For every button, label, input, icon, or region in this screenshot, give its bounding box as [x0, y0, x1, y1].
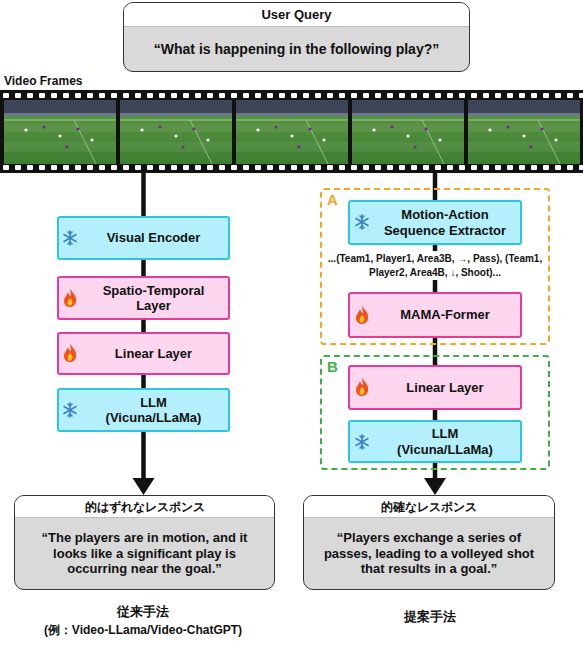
module-name: LLM (Vicuna/LLaMa) — [99, 395, 209, 426]
module-name: LLM (Vicuna/LLaMa) — [390, 426, 500, 457]
text-panel: User Query“What is happening in the foll… — [123, 2, 470, 72]
video-frames — [4, 100, 580, 164]
sequence-label: ...(Team1, Player1, Area3B, →, Pass), (T… — [322, 251, 548, 280]
sprocket-holes — [0, 90, 583, 173]
module-box: Linear Layer — [348, 365, 522, 410]
connector-line — [141, 320, 146, 332]
caption-label: (例：Video-LLama/Video-ChatGPT) — [0, 622, 293, 639]
connector-line — [433, 463, 438, 480]
module-box: Spatio-Temporal Layer — [57, 276, 230, 320]
group-letter: A — [327, 191, 338, 208]
arrow-head — [424, 478, 446, 495]
arrow-head — [133, 478, 155, 495]
module-box: LLM (Vicuna/LLaMa) — [57, 388, 230, 432]
text-panel: 的確なレスポンス“Players exchange a series of pa… — [303, 495, 555, 590]
panel-header: 的確なレスポンス — [304, 496, 554, 518]
text-panel: 的はずれなレスポンス“The players are in motion, an… — [14, 495, 275, 590]
module-box: Visual Encoder — [57, 216, 230, 260]
group-letter: B — [327, 358, 338, 375]
connector-line — [433, 410, 438, 420]
module-name: MAMA-Former — [400, 307, 490, 322]
flow-connector — [143, 260, 144, 276]
module-name: Visual Encoder — [107, 230, 201, 245]
flow-connector — [143, 320, 144, 332]
connector-line — [141, 375, 146, 388]
connector-line — [141, 432, 146, 480]
module-name: Linear Layer — [406, 380, 483, 395]
caption-label: Video Frames — [4, 74, 204, 88]
module-name: Motion-Action Sequence Extractor — [376, 207, 514, 238]
flow-connector — [143, 375, 144, 388]
flow-connector — [424, 463, 446, 495]
flow-connector — [435, 410, 436, 420]
module-name: Linear Layer — [115, 346, 192, 361]
caption-label: 従来手法 — [43, 603, 243, 621]
panel-header: User Query — [124, 3, 469, 27]
module-box: LLM (Vicuna/LLaMa) — [348, 420, 522, 463]
connector-line — [433, 338, 438, 365]
panel-body: “The players are in motion, and it looks… — [15, 518, 274, 589]
panel-header: 的はずれなレスポンス — [15, 496, 274, 518]
flow-connector — [133, 432, 155, 495]
module-name: Spatio-Temporal Layer — [85, 283, 222, 314]
module-box: Linear Layer — [57, 332, 230, 375]
connector-line — [141, 260, 146, 276]
panel-body: “What is happening in the following play… — [124, 27, 469, 71]
strip-band — [0, 90, 583, 173]
module-box: Motion-Action Sequence Extractor — [348, 200, 522, 245]
flow-connector — [435, 338, 436, 365]
caption-label: 提案手法 — [330, 608, 530, 626]
panel-body: “Players exchange a series of passes, le… — [304, 518, 554, 589]
module-box: MAMA-Former — [348, 292, 522, 338]
dashed-group: B Linear LayerLLM (Vicuna/LLaMa) — [320, 355, 550, 470]
